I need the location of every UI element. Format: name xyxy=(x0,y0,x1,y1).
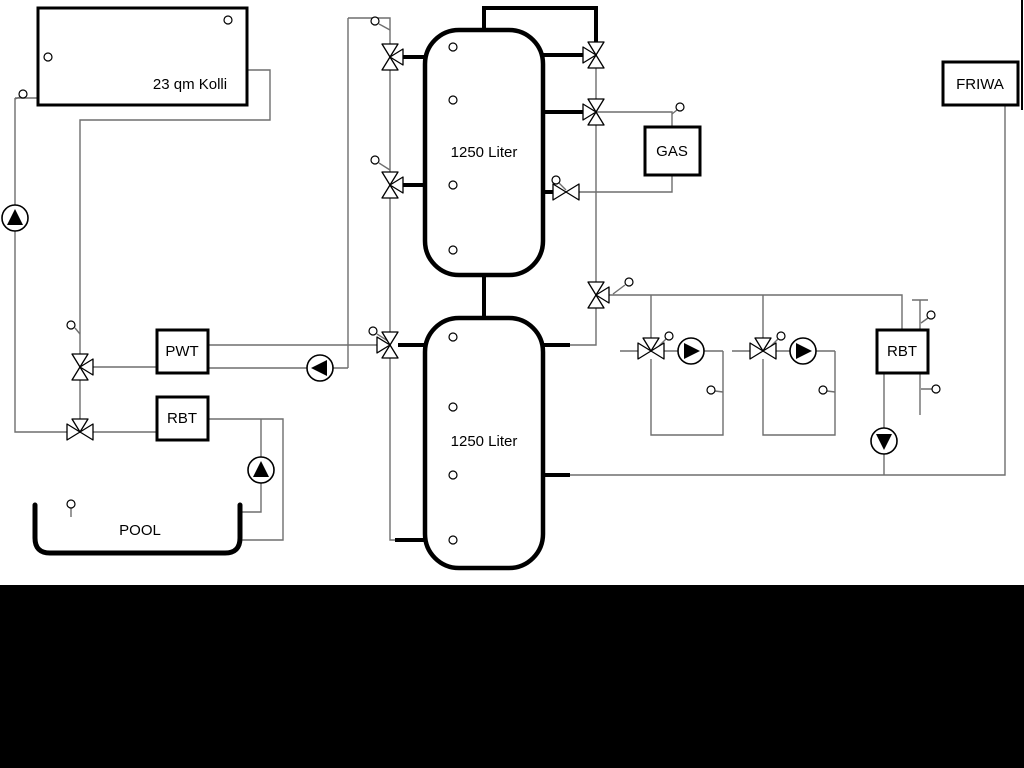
sensor-icon xyxy=(448,402,458,412)
sensor-icon xyxy=(675,102,685,112)
rbt-right-box xyxy=(875,328,930,375)
sensor-icon xyxy=(448,332,458,342)
sensor-icon xyxy=(448,180,458,190)
sensor-icons xyxy=(18,15,941,545)
sensor-icon xyxy=(368,326,378,336)
sensor-icon xyxy=(43,52,53,62)
sensor-icon xyxy=(926,310,936,320)
sensor-icon xyxy=(818,385,828,395)
sensor-icon xyxy=(448,535,458,545)
friwa-box xyxy=(941,60,1020,107)
buffer-tank-top xyxy=(422,27,546,278)
three-way-valve-icon xyxy=(381,171,404,199)
sensor-icon xyxy=(448,470,458,480)
three-way-valve-icon xyxy=(71,353,94,381)
sensor-icon xyxy=(706,385,716,395)
sensor-icon xyxy=(931,384,941,394)
sensor-icon xyxy=(448,245,458,255)
tank-bottom-label: 1250 Liter xyxy=(451,433,518,450)
three-way-valve-icon xyxy=(381,43,404,71)
sensor-icon xyxy=(370,155,380,165)
bottom-black-panel xyxy=(0,585,1024,768)
sensor-icon xyxy=(370,16,380,26)
rbt-right-label: RBT xyxy=(887,343,917,360)
gas-boiler-box xyxy=(643,125,702,177)
pwt-label: PWT xyxy=(165,343,198,360)
valve-icon xyxy=(552,183,580,201)
three-way-valve-icon xyxy=(376,331,399,359)
three-way-valve-icon xyxy=(749,337,777,360)
sensor-icon xyxy=(223,15,233,25)
solar-collector-box xyxy=(36,6,249,107)
pump-icon xyxy=(870,427,898,455)
pool-label: POOL xyxy=(119,522,161,539)
three-way-valve-icon xyxy=(66,418,94,441)
tank-top-label: 1250 Liter xyxy=(451,144,518,161)
three-way-valve-icon xyxy=(582,98,605,126)
pump-icon xyxy=(789,337,817,365)
sensor-icon xyxy=(66,499,76,509)
pwt-box xyxy=(155,328,210,375)
pump-icon xyxy=(677,337,705,365)
three-way-valve-icon xyxy=(582,41,605,69)
sensor-icon xyxy=(66,320,76,330)
sensor-icon xyxy=(18,89,28,99)
sensor-icon xyxy=(776,331,786,341)
sensor-icon xyxy=(624,277,634,287)
buffer-tank-bottom xyxy=(422,315,546,571)
sensor-icon xyxy=(448,95,458,105)
thick-pipes xyxy=(395,6,598,542)
three-way-valve-icon xyxy=(637,337,665,360)
collector-label: 23 qm Kolli xyxy=(153,76,227,93)
sensor-icon xyxy=(448,42,458,52)
pool-basin xyxy=(32,502,243,556)
sensor-icon xyxy=(664,331,674,341)
pump-icon xyxy=(1,204,29,232)
three-way-valve-icon xyxy=(587,281,610,309)
rbt-left-label: RBT xyxy=(167,410,197,427)
pump-icon xyxy=(306,354,334,382)
gas-label: GAS xyxy=(656,143,688,160)
rbt-left-box xyxy=(155,395,210,442)
friwa-label: FRIWA xyxy=(956,76,1004,93)
sensor-icon xyxy=(551,175,561,185)
pump-icon xyxy=(247,456,275,484)
